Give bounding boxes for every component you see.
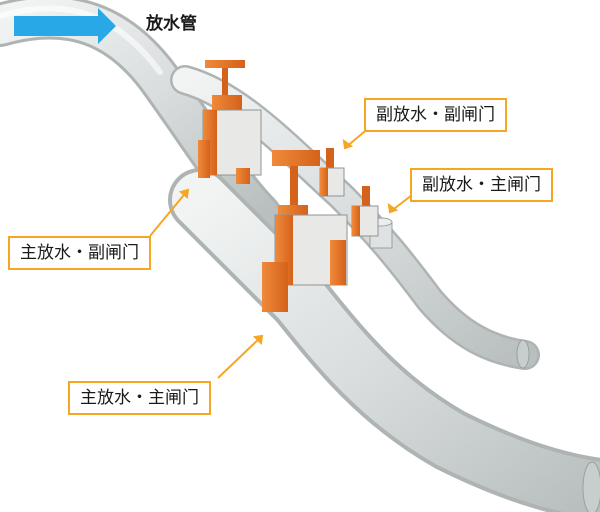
gate-main-outlet-sub bbox=[198, 60, 262, 184]
inlet-pipe-highlight bbox=[0, 5, 163, 75]
label-main-outlet-main-gate: 主放水・主闸门 bbox=[68, 381, 211, 415]
main-pipe-surface bbox=[172, 172, 600, 512]
callout-line-main-sub bbox=[149, 189, 189, 237]
gate-main-outlet-main bbox=[262, 150, 348, 312]
arrow-right-icon bbox=[14, 8, 116, 44]
label-sub-outlet-main-gate: 副放水・主闸门 bbox=[410, 168, 553, 202]
label-main-outlet-sub-gate: 主放水・副闸门 bbox=[8, 236, 151, 270]
main-pipe-outlet bbox=[582, 461, 600, 512]
branch-pipe-outlet bbox=[516, 339, 530, 369]
gate-sub-outlet-sub bbox=[319, 148, 345, 197]
label-sub-outlet-sub-gate: 副放水・副闸门 bbox=[364, 98, 507, 132]
callout-line-main-main bbox=[217, 335, 263, 379]
title-label: 放水管 bbox=[146, 14, 197, 34]
gate-sub-outlet-main bbox=[351, 186, 379, 237]
